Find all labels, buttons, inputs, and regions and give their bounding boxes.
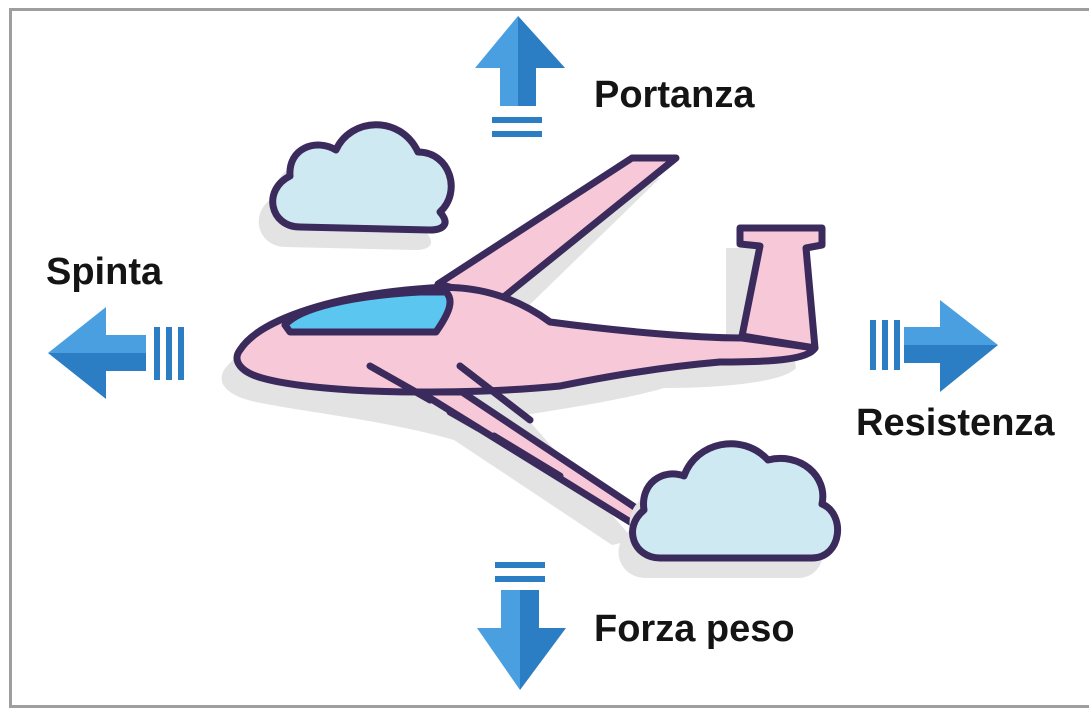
diagram-artwork <box>48 16 998 690</box>
airplane-icon <box>233 154 826 532</box>
drag-label: Resistenza <box>856 402 1055 444</box>
thrust-arrow-icon <box>48 307 184 399</box>
lift-arrow-icon <box>475 16 565 137</box>
cloud-icon <box>258 121 455 250</box>
cloud-icon <box>618 440 842 578</box>
thrust-label: Spinta <box>46 251 163 293</box>
weight-label: Forza peso <box>594 608 795 650</box>
weight-arrow-icon <box>477 562 566 690</box>
lift-label: Portanza <box>594 74 755 116</box>
drag-arrow-icon <box>870 300 998 392</box>
